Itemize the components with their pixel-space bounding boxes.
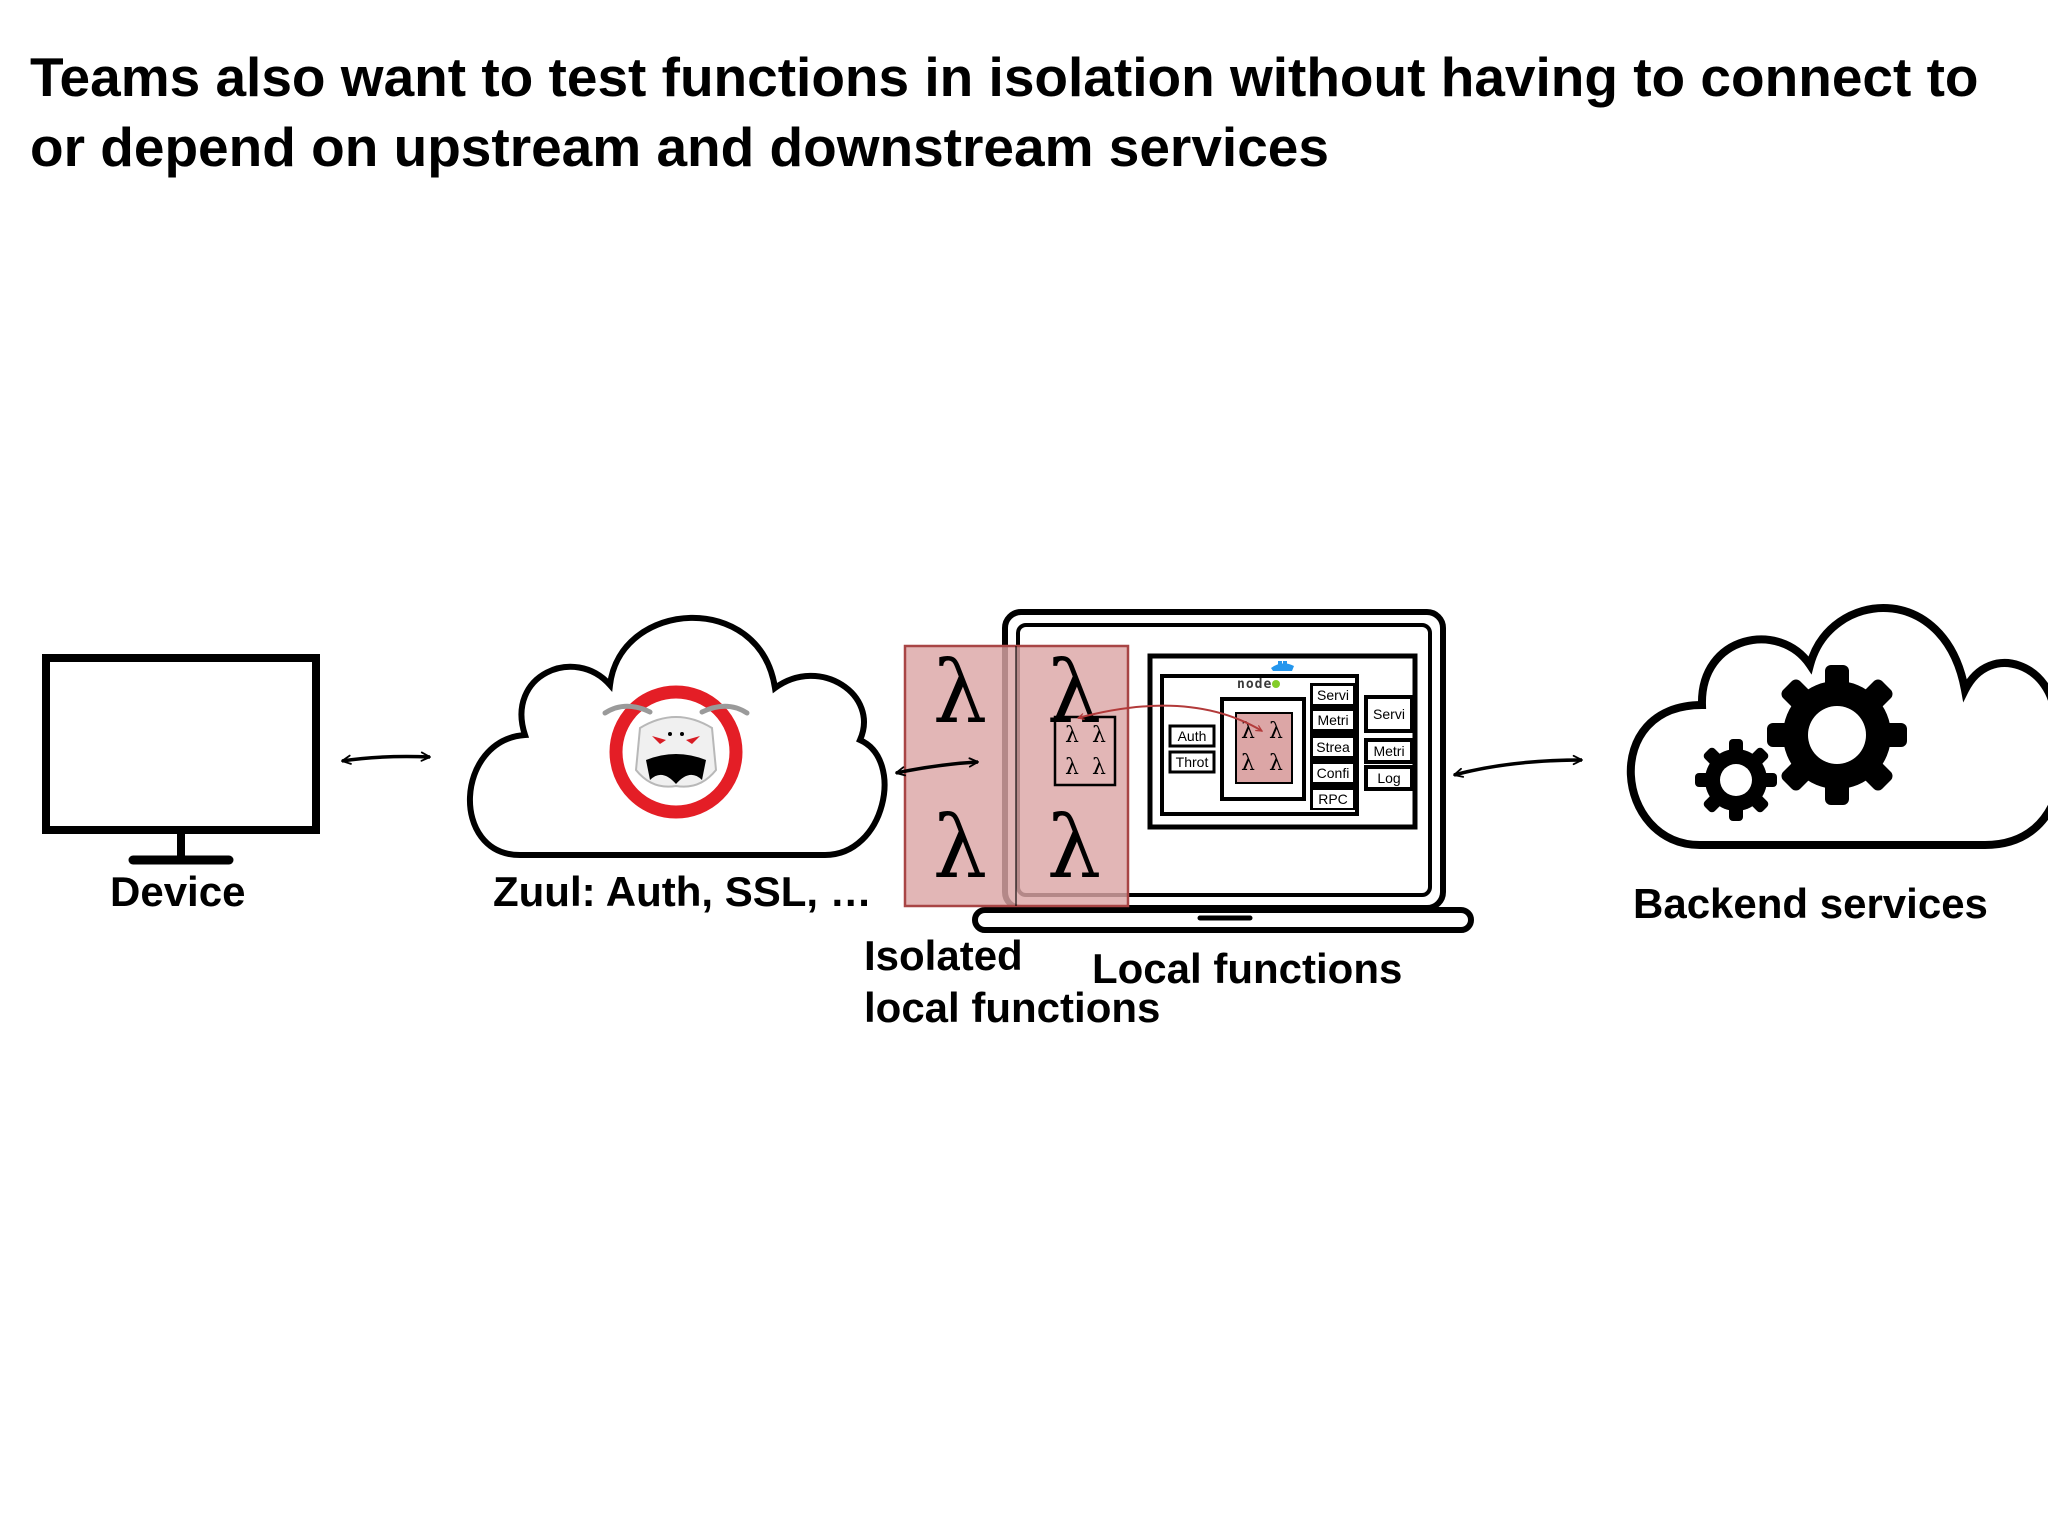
lambda-glyph: λ [1065, 723, 1079, 748]
gear-small-icon [1695, 739, 1777, 821]
module-strea: Strea [1316, 739, 1350, 755]
isolated-label-line1: Isolated [864, 932, 1023, 979]
device-monitor-icon [42, 654, 320, 865]
nodejs-logo: node [1237, 677, 1272, 692]
laptop-screen: node Auth Throt λ λ λ λ Servi Metri Stre… [1147, 653, 1418, 830]
module-throt: Throt [1176, 754, 1209, 770]
lambda-glyph: λ [1241, 751, 1255, 776]
local-functions-label: Local functions [1092, 945, 1402, 992]
module-metri: Metri [1373, 743, 1404, 759]
isolated-label-line2: local functions [864, 984, 1160, 1031]
zuul-logo-icon [602, 685, 750, 819]
lambda-glyph: λ [1092, 723, 1106, 748]
gear-large-icon [1767, 665, 1907, 805]
lambda-glyph: λ [1047, 798, 1102, 898]
device-zuul-arrow [341, 751, 431, 765]
lambda-glyph: λ [1092, 755, 1106, 780]
lambda-glyph: λ [1269, 751, 1283, 776]
docker-icon [1271, 661, 1294, 671]
lambda-glyph: λ [933, 643, 988, 743]
slide-title: Teams also want to test functions in iso… [30, 46, 1979, 178]
module-servi: Servi [1317, 687, 1349, 703]
laptop-backend-arrow [1453, 754, 1583, 778]
copy-function-arrow [1078, 704, 1262, 732]
device-label: Device [110, 868, 245, 915]
backend-label: Backend services [1633, 880, 1988, 927]
module-metri: Metri [1317, 712, 1348, 728]
lambda-glyph: λ [1065, 755, 1079, 780]
lambda-glyph: λ [1269, 719, 1283, 744]
module-rpc: RPC [1318, 791, 1348, 807]
module-log: Log [1377, 770, 1400, 786]
zuul-isolated-arrow [895, 757, 979, 777]
isolated-functions-panel: λ λ λ λ λ λ λ λ [903, 643, 1130, 908]
module-servi: Servi [1373, 706, 1405, 722]
lambda-glyph: λ [933, 798, 988, 898]
module-auth: Auth [1178, 728, 1207, 744]
zuul-label: Zuul: Auth, SSL, … [493, 868, 872, 915]
module-confi: Confi [1317, 765, 1350, 781]
